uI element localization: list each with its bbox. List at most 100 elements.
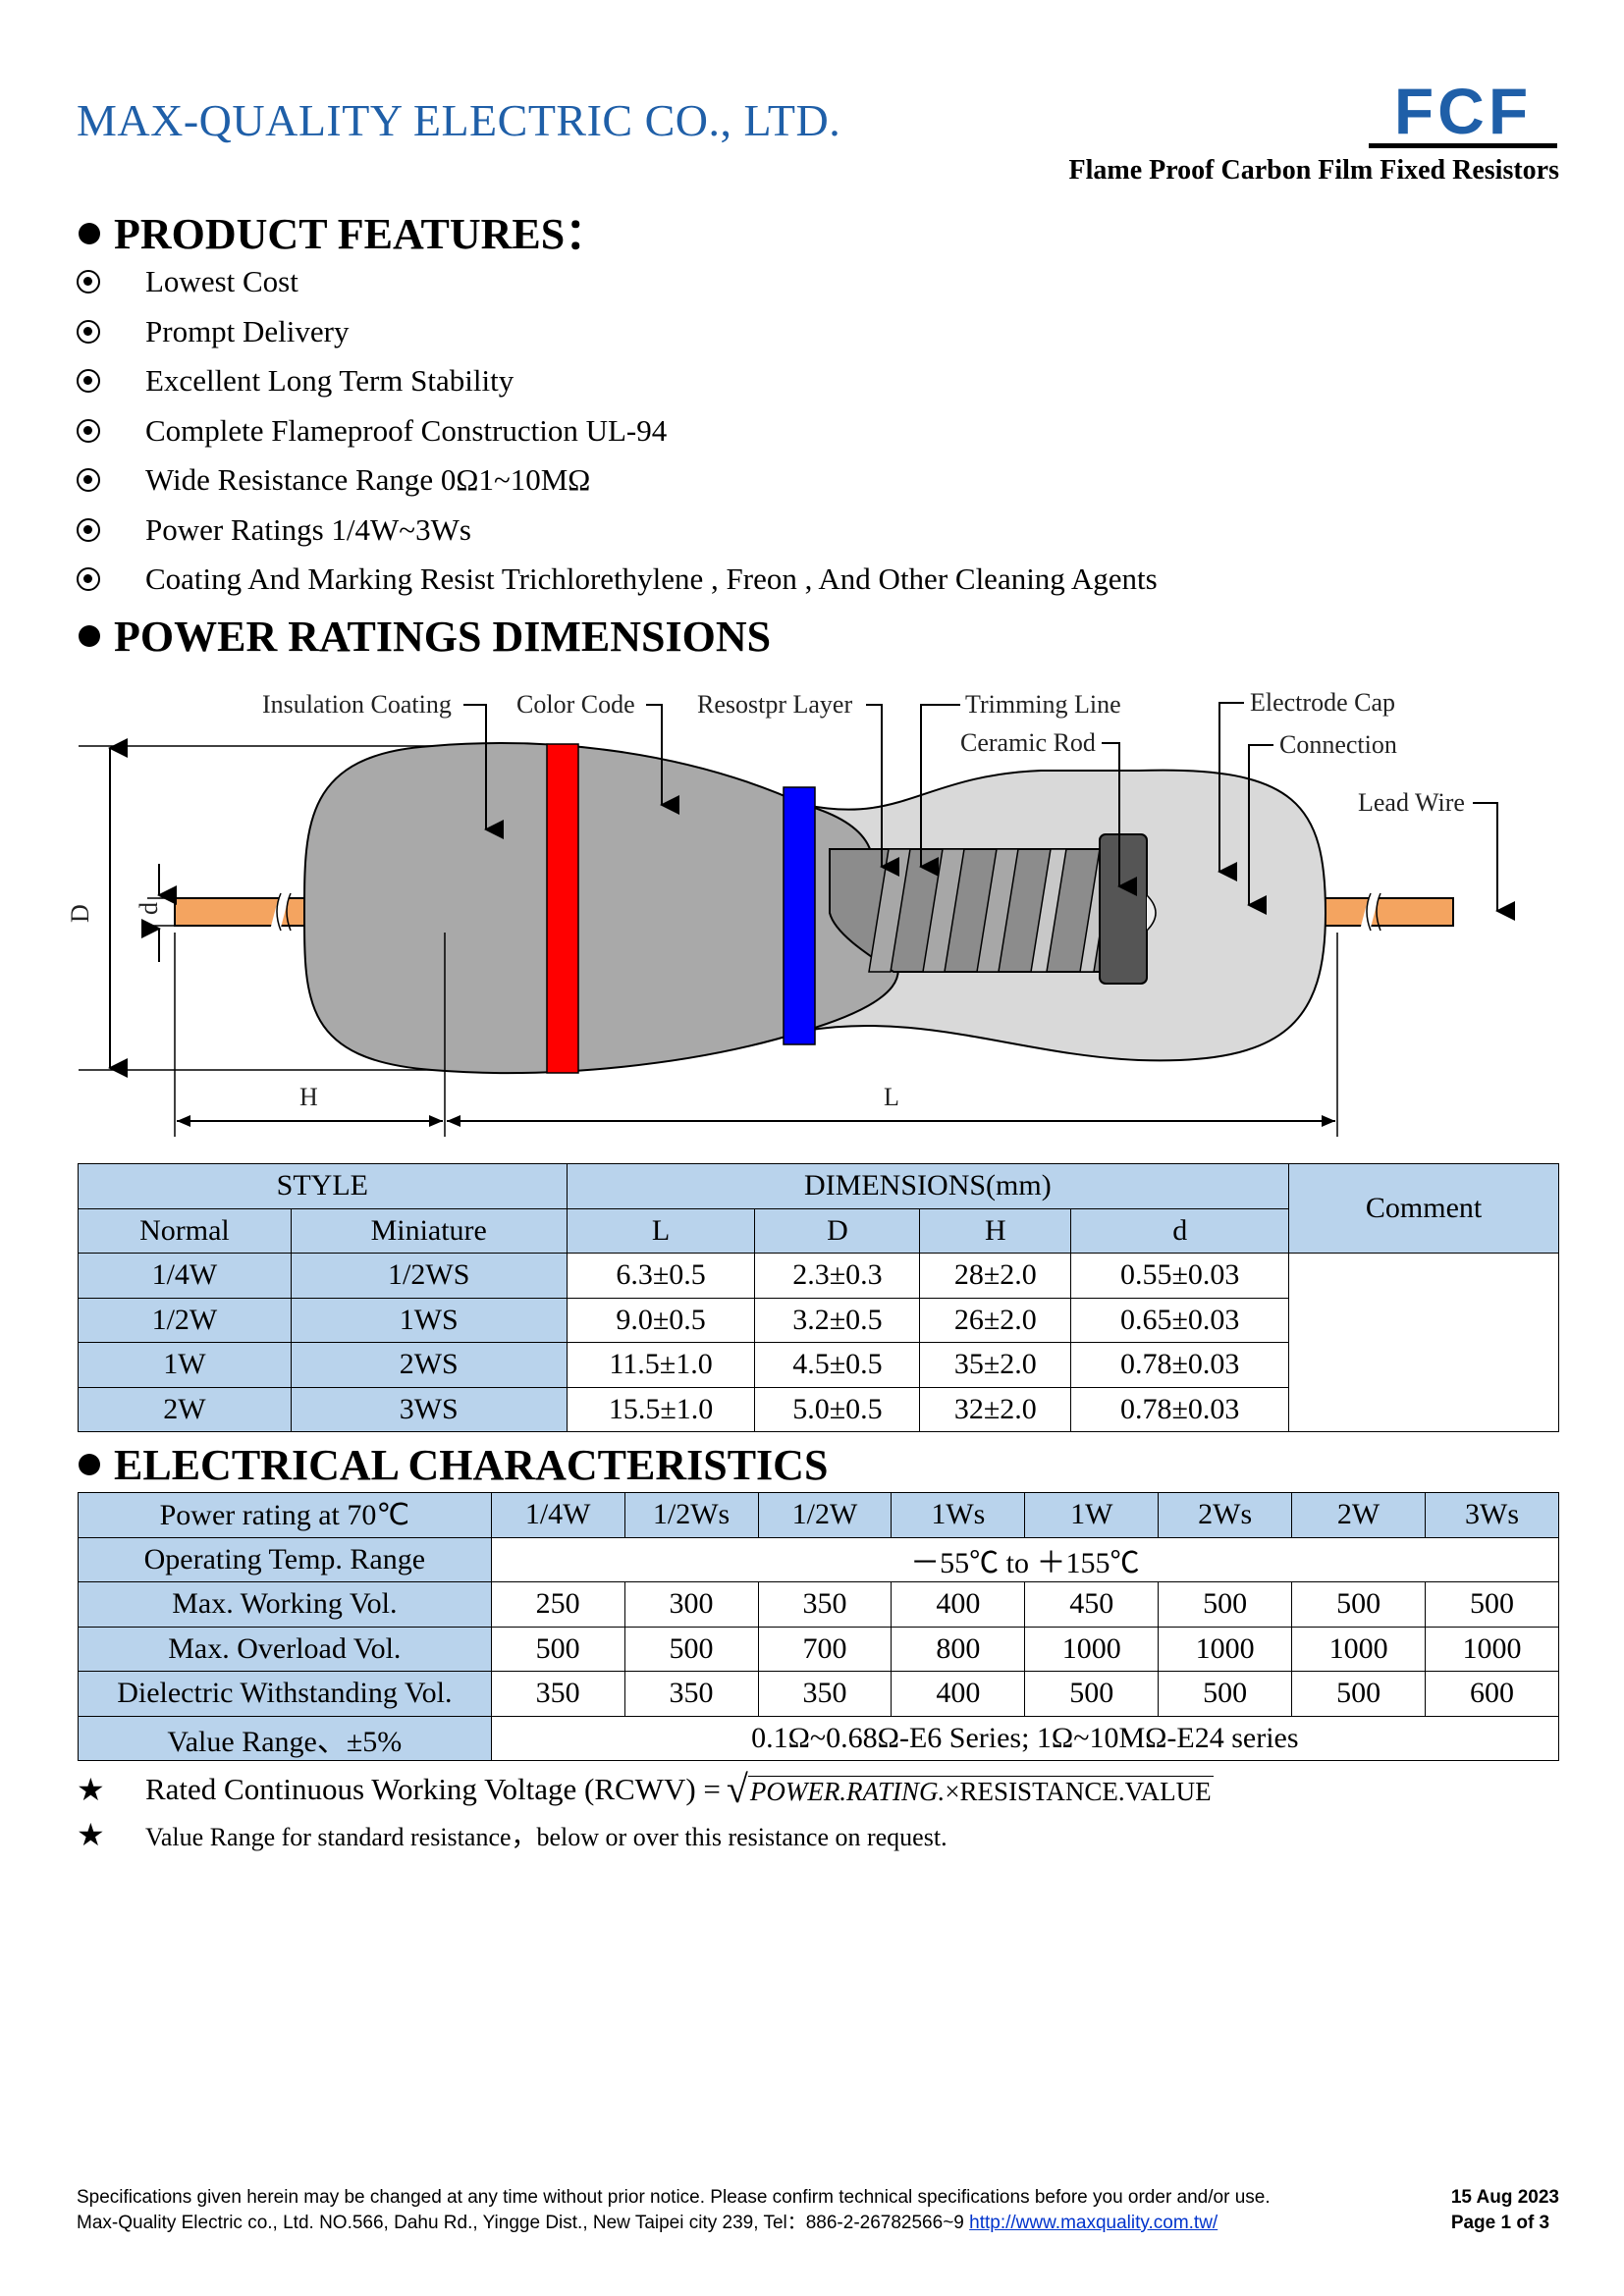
table-cell: 28±2.0 bbox=[919, 1253, 1072, 1299]
table-cell: 600 bbox=[1425, 1671, 1559, 1717]
circle-bullet-icon bbox=[77, 418, 100, 443]
footer-address-line: Max-Quality Electric co., Ltd. NO.566, D… bbox=[77, 2211, 1271, 2236]
table-cell: 1Ws bbox=[891, 1492, 1026, 1538]
formula-times: × bbox=[945, 1777, 960, 1806]
dimensions-heading-text: POWER RATINGS DIMENSIONS bbox=[114, 613, 772, 661]
bullet-icon bbox=[79, 1454, 100, 1475]
table-cell: 26±2.0 bbox=[919, 1297, 1072, 1343]
table-row: 2W 3WS 15.5±1.0 5.0±0.5 32±2.0 0.78±0.03 bbox=[78, 1386, 1559, 1432]
table-cell: 700 bbox=[757, 1626, 893, 1672]
table-cell: 350 bbox=[757, 1581, 893, 1628]
features-heading: PRODUCT FEATURES： bbox=[79, 198, 608, 261]
table-cell: 350 bbox=[623, 1671, 759, 1717]
label-resistor-layer: Resostpr Layer bbox=[697, 690, 852, 719]
table-cell: 32±2.0 bbox=[919, 1386, 1072, 1432]
table-cell: 800 bbox=[891, 1626, 1026, 1672]
table-cell: 1/2WS bbox=[290, 1253, 568, 1299]
square-root-icon: √ bbox=[726, 1767, 748, 1811]
dim-label-L: L bbox=[884, 1083, 899, 1111]
table-row: 1/2W 1WS 9.0±0.5 3.2±0.5 26±2.0 0.65±0.0… bbox=[78, 1297, 1559, 1343]
rcwv-text: Rated Continuous Working Voltage (RCWV) … bbox=[145, 1772, 721, 1806]
table-cell: 0.65±0.03 bbox=[1070, 1297, 1290, 1343]
features-heading-text: PRODUCT FEATURES： bbox=[114, 210, 609, 258]
electrode-cap bbox=[1099, 833, 1148, 985]
table-cell: 500 bbox=[490, 1626, 625, 1672]
table-cell: 15.5±1.0 bbox=[566, 1386, 756, 1432]
row-label: Power rating at 70℃ bbox=[78, 1492, 492, 1538]
table-row: 1W 2WS 11.5±1.0 4.5±0.5 35±2.0 0.78±0.03 bbox=[78, 1342, 1559, 1388]
feature-item: Power Ratings 1/4W~3Ws bbox=[77, 506, 1530, 556]
formula: √ POWER.RATING.×RESISTANCE.VALUE bbox=[726, 1767, 1214, 1811]
table-cell: 5.0±0.5 bbox=[754, 1386, 921, 1432]
table-row-overload: Max. Overload Vol. 500 500 700 800 1000 … bbox=[78, 1626, 1559, 1672]
table-row-temp: Operating Temp. Range －55℃ to ＋155℃ bbox=[78, 1536, 1560, 1582]
electrical-table: Power rating at 70℃ 1/4W 1/2Ws 1/2W 1Ws … bbox=[78, 1492, 1560, 1761]
circle-bullet-icon bbox=[77, 369, 100, 394]
star-icon: ★ bbox=[77, 1817, 105, 1852]
table-cell: 35±2.0 bbox=[919, 1342, 1072, 1388]
table-cell: 2WS bbox=[290, 1342, 568, 1388]
feature-text: Wide Resistance Range 0Ω1~10MΩ bbox=[145, 462, 591, 498]
table-cell: 1W bbox=[1024, 1492, 1160, 1538]
table-cell: 3WS bbox=[290, 1386, 568, 1432]
table-cell: 9.0±0.5 bbox=[566, 1297, 756, 1343]
bullet-icon bbox=[79, 625, 100, 647]
circle-bullet-icon bbox=[77, 319, 100, 344]
color-band-red bbox=[546, 743, 579, 1074]
table-row-range: Value Range、±5% 0.1Ω~0.68Ω-E6 Series; 1Ω… bbox=[78, 1715, 1560, 1761]
header-miniature: Miniature bbox=[290, 1207, 568, 1254]
dimensions-table: STYLE DIMENSIONS(mm) Comment Normal Mini… bbox=[78, 1163, 1559, 1432]
company-name: MAX-QUALITY ELECTRIC CO., LTD. bbox=[77, 95, 841, 145]
circle-bullet-icon bbox=[77, 468, 100, 493]
footer-disclaimer: Specifications given herein may be chang… bbox=[77, 2187, 1271, 2208]
note-value-range: ★ Value Range for standard resistance，be… bbox=[77, 1812, 1530, 1857]
table-header-row: STYLE DIMENSIONS(mm) Comment bbox=[78, 1163, 1559, 1254]
table-cell: 2Ws bbox=[1158, 1492, 1293, 1538]
row-label: Operating Temp. Range bbox=[78, 1536, 492, 1582]
footer-date: 15 Aug 2023 bbox=[1450, 2187, 1559, 2208]
table-cell: 1/2Ws bbox=[623, 1492, 759, 1538]
table-cell: 500 bbox=[1291, 1671, 1427, 1717]
header-style: STYLE bbox=[78, 1163, 568, 1209]
dimensions-heading: POWER RATINGS DIMENSIONS bbox=[79, 612, 771, 662]
table-cell: 1000 bbox=[1425, 1626, 1559, 1672]
feature-text: Power Ratings 1/4W~3Ws bbox=[145, 511, 471, 547]
footer-left: Specifications given herein may be chang… bbox=[77, 2185, 1271, 2236]
website-link[interactable]: http://www.maxquality.com.tw/ bbox=[969, 2213, 1218, 2233]
note-rcwv: ★ Rated Continuous Working Voltage (RCWV… bbox=[77, 1767, 1530, 1812]
row-label: Value Range、±5% bbox=[78, 1715, 492, 1761]
table-cell: 500 bbox=[1158, 1581, 1293, 1628]
electrical-heading: ELECTRICAL CHARACTERISTICS bbox=[79, 1440, 828, 1490]
value-range-note-text: Value Range for standard resistance，belo… bbox=[145, 1822, 947, 1851]
row-label: Dielectric Withstanding Vol. bbox=[78, 1671, 492, 1717]
star-icon: ★ bbox=[77, 1772, 105, 1807]
feature-text: Prompt Delivery bbox=[145, 313, 350, 348]
label-color-code: Color Code bbox=[516, 690, 635, 719]
table-cell: 500 bbox=[623, 1626, 759, 1672]
table-cell: 300 bbox=[623, 1581, 759, 1628]
logo-text: FCF bbox=[1393, 75, 1533, 147]
label-connection: Connection bbox=[1279, 730, 1397, 759]
bullet-icon bbox=[79, 223, 100, 244]
table-row-working: Max. Working Vol. 250 300 350 400 450 50… bbox=[78, 1581, 1559, 1628]
header-L: L bbox=[566, 1207, 756, 1254]
feature-item: Complete Flameproof Construction UL-94 bbox=[77, 406, 1530, 456]
feature-item: Wide Resistance Range 0Ω1~10MΩ bbox=[77, 455, 1530, 506]
formula-power-rating: POWER.RATING. bbox=[749, 1777, 946, 1806]
table-cell: 0.55±0.03 bbox=[1070, 1253, 1290, 1299]
logo-underline bbox=[1369, 143, 1557, 148]
table-row: 1/4W 1/2WS 6.3±0.5 2.3±0.3 28±2.0 0.55±0… bbox=[78, 1253, 1559, 1432]
header-normal: Normal bbox=[78, 1207, 292, 1254]
feature-item: Prompt Delivery bbox=[77, 307, 1530, 357]
header-comment: Comment bbox=[1288, 1163, 1559, 1254]
table-cell: 1000 bbox=[1291, 1626, 1427, 1672]
header-D: D bbox=[754, 1207, 921, 1254]
label-electrode-cap: Electrode Cap bbox=[1250, 688, 1395, 717]
feature-item: Coating And Marking Resist Trichlorethyl… bbox=[77, 555, 1530, 605]
footer-address: Max-Quality Electric co., Ltd. NO.566, D… bbox=[77, 2213, 964, 2233]
footer-right: 15 Aug 2023 Page 1 of 3 bbox=[1451, 2185, 1559, 2236]
feature-item: Excellent Long Term Stability bbox=[77, 356, 1530, 406]
table-cell: 11.5±1.0 bbox=[566, 1342, 756, 1388]
feature-text: Complete Flameproof Construction UL-94 bbox=[145, 412, 668, 448]
features-list: Lowest Cost Prompt Delivery Excellent Lo… bbox=[77, 257, 1530, 605]
